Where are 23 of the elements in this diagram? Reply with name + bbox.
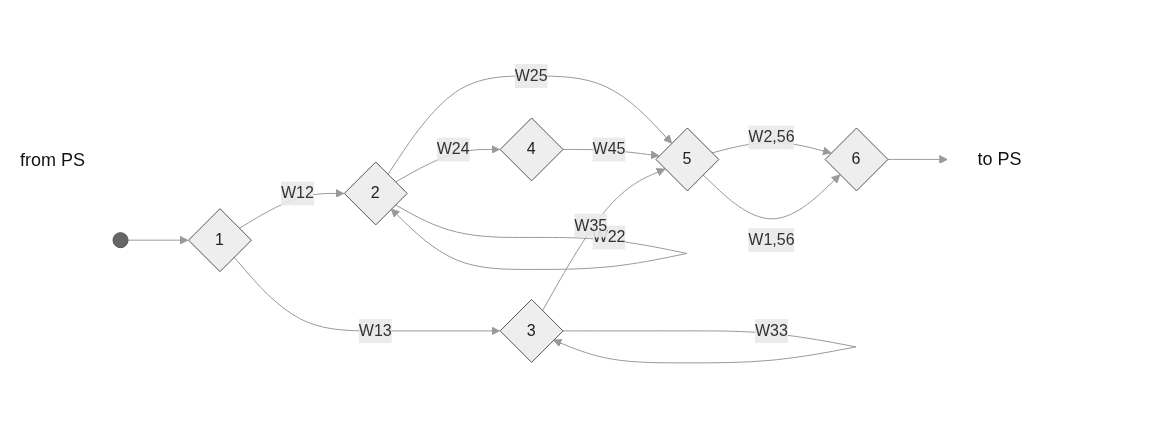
node-diamond: 5 — [655, 127, 720, 191]
arrow — [127, 235, 189, 245]
node-diamond: 3 — [499, 298, 564, 363]
edge-label: W24 — [436, 140, 470, 157]
arrow — [542, 167, 666, 311]
edge-label: W33 — [755, 321, 789, 339]
edge-label: W1,56 — [748, 230, 795, 248]
node-diamond: 4 — [499, 117, 564, 181]
arrow — [887, 154, 949, 164]
edge-label: W25 — [514, 66, 548, 84]
edge-label: W2,56 — [748, 128, 795, 145]
node-diamond: 2 — [344, 161, 408, 225]
edge-label: W13 — [359, 321, 392, 339]
arrow — [702, 173, 841, 219]
node-diamond: 1 — [188, 207, 253, 272]
edge-label: W12 — [281, 183, 315, 201]
text-label: from PS — [20, 150, 85, 171]
arrow — [387, 75, 673, 175]
arrow — [233, 256, 501, 335]
edge-label: W45 — [592, 140, 626, 157]
node-circle — [112, 231, 129, 248]
node-text: to PS — [977, 148, 1022, 169]
node-diamond: 6 — [824, 127, 889, 191]
